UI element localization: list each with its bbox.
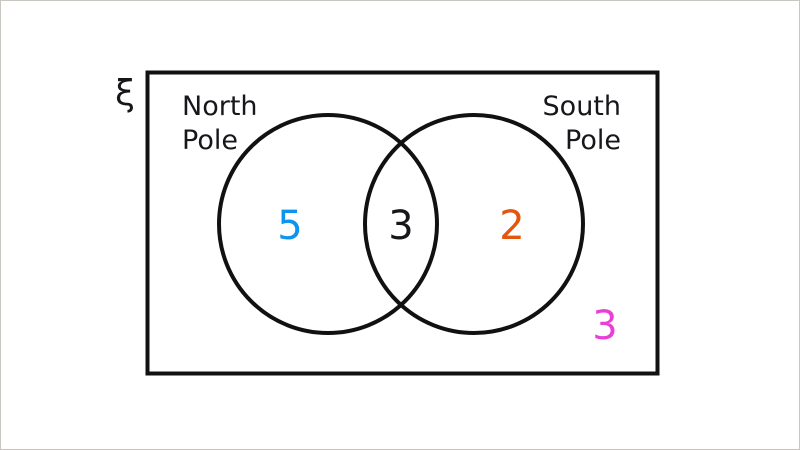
count-south-pole-only: 2	[499, 203, 524, 249]
universal-set-rectangle	[145, 70, 660, 376]
count-north-pole-only: 5	[277, 203, 302, 249]
count-outside-sets: 3	[592, 303, 617, 349]
set-label-south-pole-line2: Pole	[565, 125, 621, 156]
set-label-south-pole-line1: South	[543, 91, 621, 122]
set-label-north-pole-line1: North	[182, 91, 258, 122]
set-label-north-pole-line2: Pole	[182, 125, 238, 156]
universal-set-symbol: ξ	[115, 73, 135, 114]
set-circle-south-pole	[363, 113, 585, 335]
set-circle-north-pole	[217, 113, 439, 335]
count-intersection: 3	[388, 203, 413, 249]
